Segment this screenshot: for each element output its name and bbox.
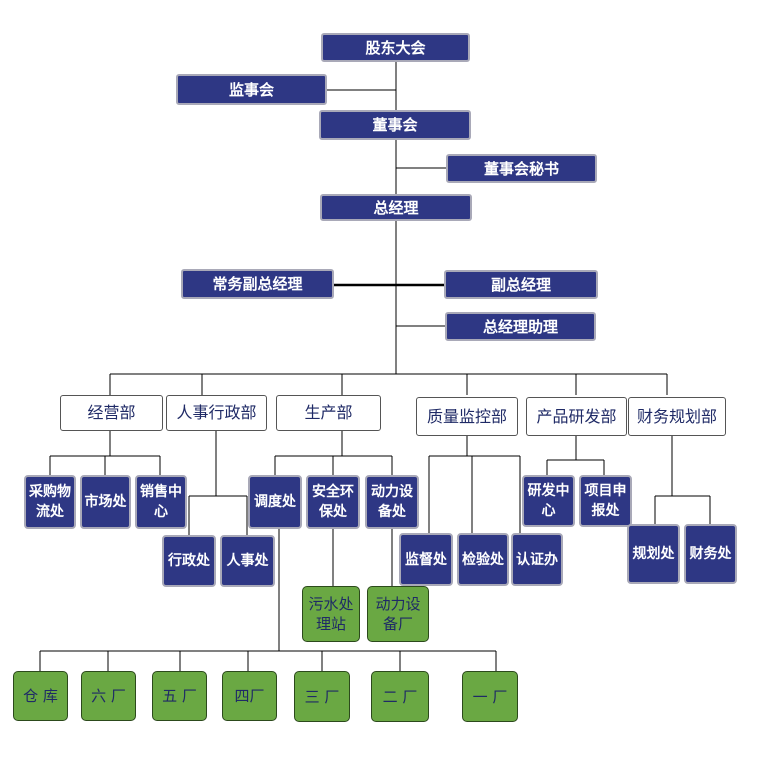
dept-hr-admin: 人事行政部 [166, 395, 267, 431]
facility-plant-4: 四厂 [222, 671, 277, 721]
unit-inspection: 检验处 [457, 533, 509, 586]
facility-warehouse: 仓 库 [13, 671, 68, 721]
general-manager-box: 总经理 [320, 194, 472, 221]
facility-power-plant: 动力设备厂 [367, 586, 429, 642]
dept-finance-planning: 财务规划部 [628, 397, 726, 436]
executive-vice-gm-box: 常务副总经理 [181, 269, 334, 299]
supervisory-board-box: 监事会 [176, 74, 327, 105]
board-secretary-box: 董事会秘书 [446, 154, 597, 183]
facility-plant-3: 三 厂 [294, 671, 350, 722]
vice-gm-box: 副总经理 [444, 270, 598, 299]
unit-finance: 财务处 [684, 524, 737, 584]
unit-project-application: 项目申报处 [579, 475, 632, 527]
unit-market: 市场处 [80, 475, 131, 529]
shareholders-meeting-box: 股东大会 [321, 33, 470, 62]
unit-personnel: 人事处 [220, 535, 275, 587]
unit-dispatch: 调度处 [248, 475, 302, 529]
facility-plant-5: 五 厂 [152, 671, 207, 721]
facility-sewage-station: 污水处理站 [302, 586, 360, 642]
dept-rnd: 产品研发部 [526, 397, 627, 436]
facility-plant-2: 二 厂 [371, 671, 429, 722]
unit-planning: 规划处 [627, 524, 680, 584]
dept-operations: 经营部 [60, 395, 163, 431]
unit-administration: 行政处 [162, 535, 216, 587]
unit-power-equipment: 动力设备处 [365, 475, 419, 529]
unit-supervision: 监督处 [399, 533, 453, 586]
unit-certification: 认证办 [511, 533, 563, 586]
dept-production: 生产部 [276, 395, 381, 431]
facility-plant-1: 一 厂 [462, 671, 518, 722]
board-of-directors-box: 董事会 [319, 110, 471, 140]
unit-purchasing-logistics: 采购物流处 [24, 475, 76, 529]
facility-plant-6: 六 厂 [81, 671, 136, 721]
unit-sales-center: 销售中心 [135, 475, 187, 529]
unit-rnd-center: 研发中心 [522, 475, 575, 527]
unit-safety-environment: 安全环保处 [306, 475, 360, 529]
dept-quality: 质量监控部 [416, 397, 518, 436]
gm-assistant-box: 总经理助理 [445, 312, 596, 341]
